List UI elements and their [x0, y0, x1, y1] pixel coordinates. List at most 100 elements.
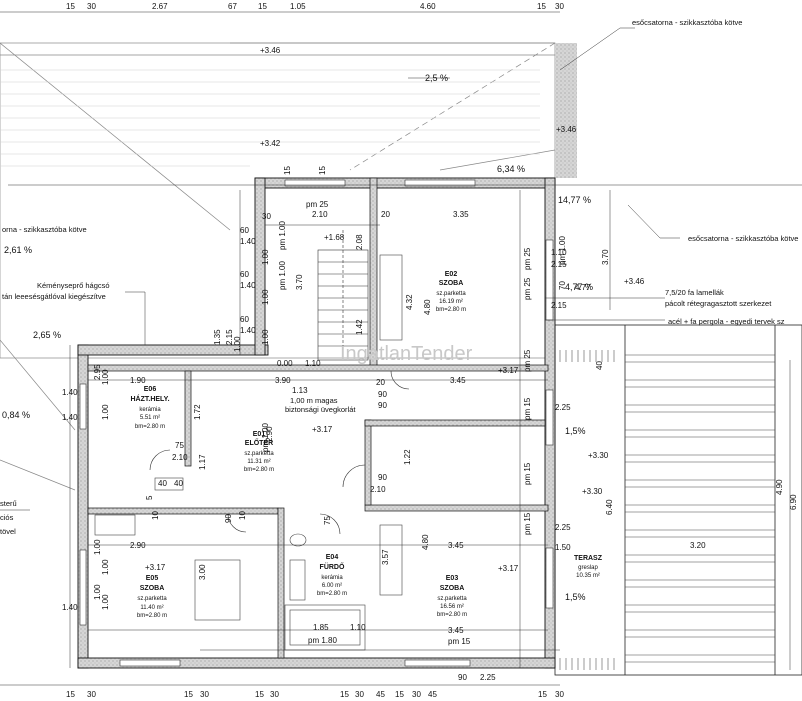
left-note-3: tövel	[0, 527, 16, 536]
dim-label: 1.40	[240, 281, 256, 290]
roof-edge-hatch	[555, 43, 577, 178]
dim-label: 1.90	[130, 376, 146, 385]
dim-label: 2.15	[225, 329, 234, 345]
lamella-note-1: 7,5/20 fa lamellák	[665, 288, 724, 297]
dim-label: 4.77	[575, 283, 591, 292]
top-dim: 1.05	[290, 2, 306, 11]
dim-label: pm 1.00	[261, 423, 270, 452]
dim-label: 70	[558, 281, 567, 290]
room-floor: kerámia	[139, 407, 161, 413]
room-height: bm=2.80 m	[317, 591, 347, 597]
dim-label: 1.13	[292, 386, 308, 395]
dim-label: 1.50	[555, 543, 571, 552]
level-labels: +3.46 +3.42 +3.46 +1.68 +3.46 +3.17 +3.1…	[145, 46, 645, 573]
slope-label: 1,5%	[565, 592, 586, 602]
dim-label: 1.00	[233, 336, 242, 352]
bottom-dim: 90	[458, 673, 467, 682]
dim-label: 3.90	[275, 376, 291, 385]
bottom-dim: 30	[555, 690, 564, 699]
room-e04: E04 FÜRDŐ kerámia 6.00 m² bm=2.80 m	[317, 554, 347, 597]
dim-label: 2.90	[265, 426, 274, 442]
dim-label: 1.40	[62, 388, 78, 397]
stair	[317, 230, 369, 361]
slope-label: 2,5 %	[425, 73, 448, 83]
slope-label: 4,77 %	[565, 282, 593, 292]
level-label: +3.17	[498, 366, 519, 375]
dim-label: 75	[175, 441, 184, 450]
dim-label: 1.40	[240, 326, 256, 335]
dim-label: 20	[376, 378, 385, 387]
dim-label: 1.40	[240, 237, 256, 246]
dim-label: pm 15	[448, 637, 471, 646]
room-e02: E02 SZOBA sz.parketta 16.19 m² bm=2.80 m	[436, 271, 466, 313]
dim-label: pm 25	[523, 349, 532, 372]
level-label: +3.30	[582, 487, 603, 496]
top-dim: 2.67	[152, 2, 168, 11]
dim-label: 1.17	[198, 454, 207, 470]
dim-label: 2.25	[555, 523, 571, 532]
dim-label: 1.00	[101, 559, 110, 575]
dim-label: pm 1.80	[308, 636, 337, 645]
dim-label: 1.00	[101, 369, 110, 385]
room-code: E01	[253, 431, 266, 438]
chimney-note-1: Kéményseprő hágcsó	[37, 281, 110, 290]
room-area: 5.51 m²	[140, 415, 160, 421]
dim-label: 1.00	[101, 404, 110, 420]
slope-label: 2,65 %	[33, 330, 61, 340]
top-dim: 4.60	[420, 2, 436, 11]
dim-label: 3.70	[295, 274, 304, 290]
room-area: 6.00 m²	[322, 583, 342, 589]
dim-label: 3.20	[690, 541, 706, 550]
dim-label: 75	[323, 516, 332, 525]
gutter-note-right: esőcsatorna - szikkasztóba kötve	[688, 234, 798, 243]
level-label: +3.17	[145, 563, 166, 572]
top-dim: 30	[555, 2, 564, 11]
right-dim: 4.90	[775, 479, 784, 495]
dim-label: 40	[174, 479, 183, 488]
room-height: bm=2.80 m	[137, 613, 167, 619]
left-note-2: ciós	[0, 513, 14, 522]
level-label: +3.46	[624, 277, 645, 286]
left-note-1: sterű	[0, 499, 17, 508]
room-floor: kerámia	[321, 575, 343, 581]
dim-label: 2.15	[551, 301, 567, 310]
dim-label: 1.40	[62, 413, 78, 422]
top-dim: 15	[258, 2, 267, 11]
dim-label: 1.00	[261, 249, 270, 265]
dim-label: 1.10	[551, 248, 567, 257]
dim-label: 1.10	[305, 359, 321, 368]
watermark: IngatlanTender	[340, 343, 473, 365]
room-height: bm=2.80 m	[135, 424, 165, 430]
bottom-dim: 15	[395, 690, 404, 699]
room-area: 16.56 m²	[440, 604, 464, 610]
room-floor: greslap	[578, 565, 598, 571]
room-name: SZOBA	[440, 585, 465, 592]
level-label: +1.68	[324, 233, 345, 242]
bottom-dim: 30	[270, 690, 279, 699]
dim-label: 40	[158, 479, 167, 488]
fixtures	[94, 254, 403, 651]
room-code: E06	[144, 386, 157, 393]
dim-label: 90	[224, 514, 233, 523]
dim-label: pm 25	[523, 247, 532, 270]
dim-label: 2.10	[312, 210, 328, 219]
room-floor: sz.parketta	[137, 596, 167, 602]
pergola-note: acél + fa pergola - egyedi tervek sz	[668, 317, 785, 326]
room-floor: sz.parketta	[437, 596, 467, 602]
dim-label: 1.00	[93, 539, 102, 555]
room-height: bm=2.80 m	[436, 307, 466, 313]
bottom-dim: 45	[376, 690, 385, 699]
roof-outline	[0, 42, 556, 491]
top-dim: 30	[87, 2, 96, 11]
dim-label: 2.90	[130, 541, 146, 550]
room-area: 11.31 m²	[247, 459, 270, 465]
slope-label: 1,5%	[565, 426, 586, 436]
dim-label: 10	[151, 511, 160, 520]
railing-note-2: biztonsági üvegkorlát	[285, 405, 356, 414]
annotations: esőcsatorna - szikkasztóba kötve esőcsat…	[0, 18, 798, 536]
room-terasz: TERASZ greslap 10.35 m²	[574, 555, 603, 579]
room-name: FÜRDŐ	[320, 562, 345, 571]
lamella-note-2: pácolt rétegragasztott szerkezet	[665, 299, 772, 308]
dim-label: pm 25	[523, 277, 532, 300]
dim-label: pm 25	[306, 200, 329, 209]
